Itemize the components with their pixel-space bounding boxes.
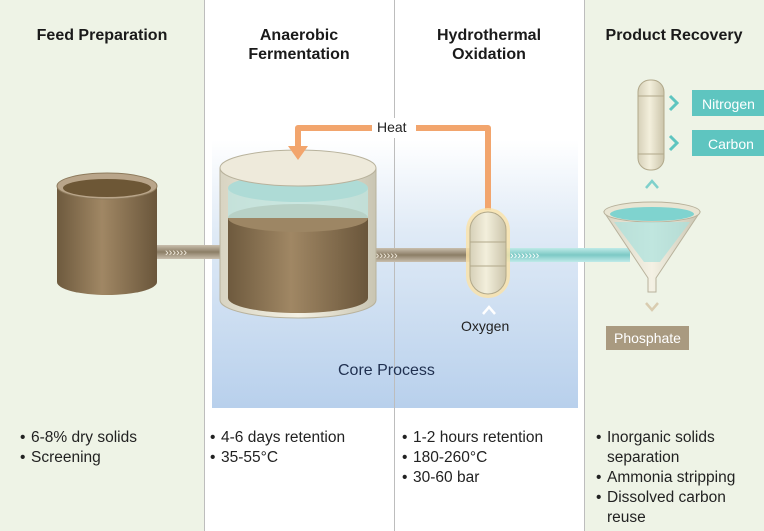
product-recovery-details: Inorganic solids separation Ammonia stri… [596,428,756,528]
detail-item: 6-8% dry solids [20,428,200,448]
column-divider [394,0,395,531]
column-title-hydrothermal-oxidation: Hydrothermal Oxidation [436,27,542,63]
oxidation-reactor [466,208,510,298]
separation-funnel [603,201,701,293]
anaerobic-fermentation-details: 4-6 days retention 35-55°C [210,428,390,468]
column-divider [204,0,205,531]
heat-loop-arrow [288,118,491,210]
detail-item: 30-60 bar [402,468,582,488]
heat-label: Heat [377,119,407,135]
detail-item: 180-260°C [402,448,582,468]
svg-text:››››››››: ›››››››› [510,250,540,262]
oxygen-label: Oxygen [461,318,510,334]
carbon-tag: Carbon [708,136,754,152]
feed-preparation-details: 6-8% dry solids Screening [20,428,200,468]
column-divider [584,0,585,531]
nitrogen-tag: Nitrogen [702,96,755,112]
detail-item: Ammonia stripping [596,468,756,488]
detail-item: 4-6 days retention [210,428,390,448]
phosphate-tag: Phosphate [606,326,689,350]
gas-stripper-column [637,79,665,171]
detail-item: Screening [20,448,200,468]
svg-text:››››››: ›››››› [165,247,187,259]
hydrothermal-oxidation-details: 1-2 hours retention 180-260°C 30-60 bar [402,428,582,488]
anaerobic-digester [219,149,377,319]
feed-pipe: ›››››› [150,245,230,259]
feed-tank [56,172,158,295]
oxygen-arrow [482,305,496,315]
effluent-pipe: ›››››››› [505,248,630,262]
carbon-tag-shape [668,130,764,156]
detail-item: Dissolved carbon reuse [596,488,756,528]
down-chevron-icon [645,302,659,312]
core-process-label: Core Process [338,362,435,379]
detail-item: 1-2 hours retention [402,428,582,448]
nitrogen-tag-shape [668,90,764,116]
column-title-feed-preparation: Feed Preparation [36,27,168,44]
up-chevron-icon [645,179,659,189]
detail-item: Inorganic solids separation [596,428,756,468]
svg-text:›››››››: ››››››› [372,250,398,262]
column-title-product-recovery: Product Recovery [605,27,743,44]
column-title-anaerobic-fermentation: Anaerobic Fermentation [248,27,350,63]
transfer-pipe: ››››››› [365,248,475,262]
detail-item: 35-55°C [210,448,390,468]
